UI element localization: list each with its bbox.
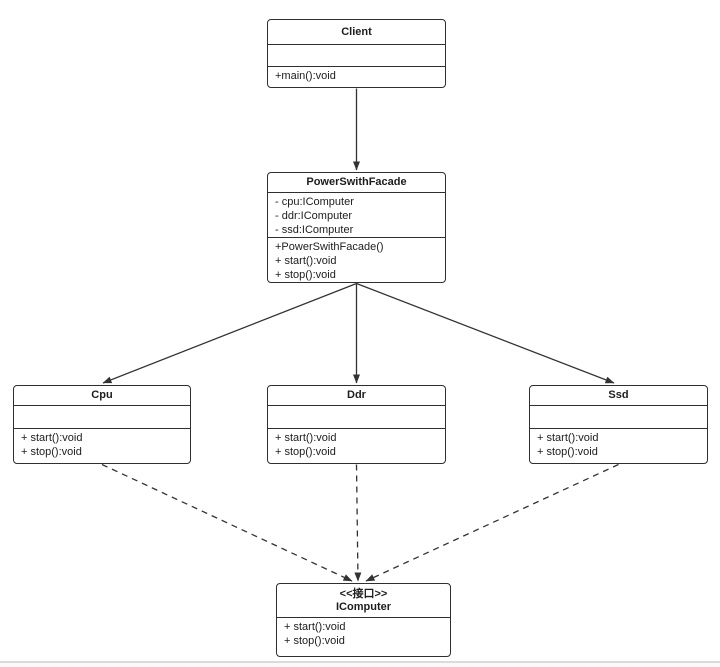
- class-title-client: Client: [341, 25, 372, 38]
- class-box-cpu: Cpu + start():void + stop():void: [13, 385, 191, 464]
- class-attributes-client: [268, 44, 445, 66]
- method-label: + start():void: [537, 432, 599, 444]
- interface-stereotype: <<接口>>: [339, 587, 388, 600]
- class-box-ssd: Ssd + start():void + stop():void: [529, 385, 708, 464]
- method-label: + start():void: [275, 432, 337, 444]
- class-title-cpu: Cpu: [91, 389, 113, 401]
- class-methods-icomputer: + start():void + stop():void: [277, 617, 450, 656]
- edge-cpu-icomputer: [101, 463, 353, 582]
- class-methods-ssd: + start():void + stop():void: [530, 428, 707, 463]
- edge-facade-cpu: [102, 282, 357, 384]
- attribute-label: - ssd:IComputer: [275, 224, 354, 236]
- edge-ddr-icomputer: [354, 464, 362, 582]
- attribute-label: - cpu:IComputer: [275, 196, 354, 208]
- method-label: + stop():void: [537, 446, 598, 458]
- class-title-ssd: Ssd: [608, 389, 629, 401]
- class-methods-ddr: + start():void + stop():void: [268, 428, 445, 463]
- edge-ssd-icomputer: [365, 463, 619, 582]
- class-methods-facade: +PowerSwithFacade() + start():void + sto…: [268, 237, 445, 282]
- page-bottom-divider: [0, 661, 720, 667]
- class-box-client: Client +main():void: [267, 19, 446, 88]
- method-label: + start():void: [284, 621, 346, 633]
- class-attributes-ddr: [268, 405, 445, 428]
- method-label: +PowerSwithFacade(): [275, 241, 384, 253]
- class-title-ddr: Ddr: [347, 389, 366, 401]
- class-title-facade: PowerSwithFacade: [306, 176, 407, 188]
- class-attributes-cpu: [14, 405, 190, 428]
- attribute-label: - ddr:IComputer: [275, 210, 353, 222]
- class-title-icomputer: <<接口>> IComputer: [277, 584, 450, 617]
- method-label: + start():void: [21, 432, 83, 444]
- class-box-ddr: Ddr + start():void + stop():void: [267, 385, 446, 464]
- method-label: +main():void: [275, 70, 336, 82]
- method-label: + stop():void: [284, 635, 345, 647]
- edge-facade-ssd: [356, 282, 615, 384]
- method-label: + start():void: [275, 255, 337, 267]
- class-attributes-ssd: [530, 405, 707, 428]
- method-label: + stop():void: [275, 446, 336, 458]
- method-label: + stop():void: [275, 269, 336, 281]
- class-methods-client: +main():void: [268, 66, 445, 87]
- class-attributes-facade: - cpu:IComputer - ddr:IComputer - ssd:IC…: [268, 192, 445, 237]
- class-box-facade: PowerSwithFacade - cpu:IComputer - ddr:I…: [267, 172, 446, 283]
- interface-name: IComputer: [336, 600, 391, 613]
- method-label: + stop():void: [21, 446, 82, 458]
- class-methods-cpu: + start():void + stop():void: [14, 428, 190, 463]
- class-box-icomputer: <<接口>> IComputer + start():void + stop()…: [276, 583, 451, 657]
